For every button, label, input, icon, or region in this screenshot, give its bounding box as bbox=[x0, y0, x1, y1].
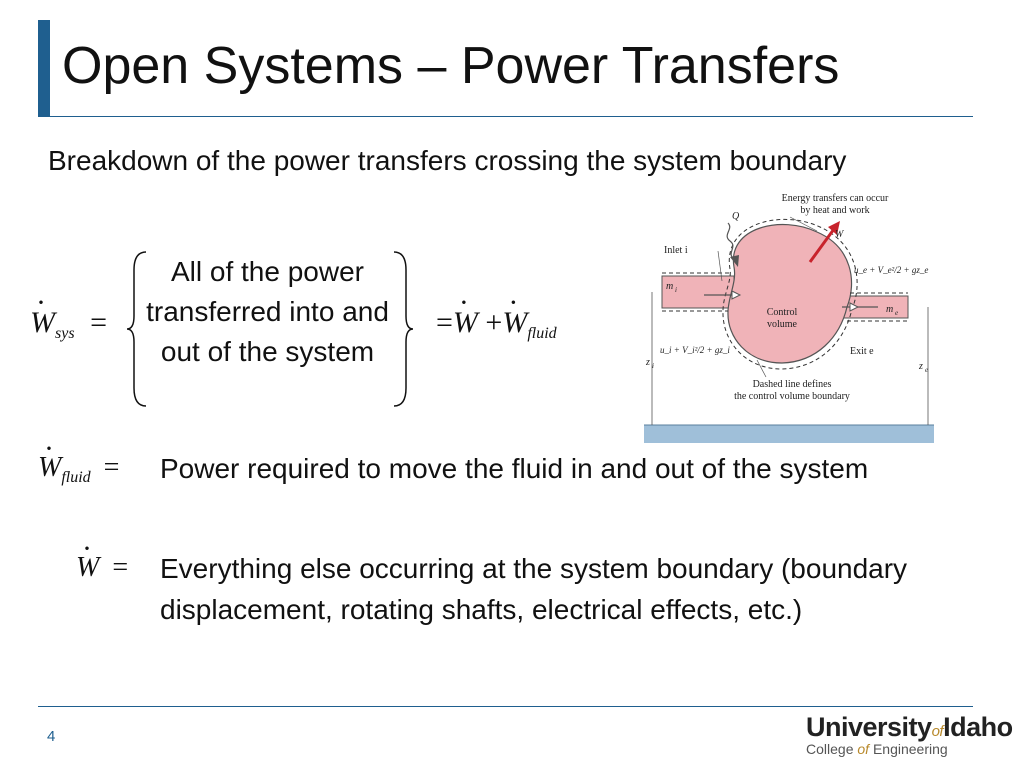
control-volume-shape bbox=[727, 224, 853, 364]
def1-subscript: fluid bbox=[61, 469, 91, 486]
energy-note-leader bbox=[789, 216, 818, 232]
heat-arrow-head bbox=[730, 255, 739, 267]
def1-equals: = bbox=[103, 452, 120, 483]
equation-system-power: Wsys = bbox=[30, 286, 107, 342]
page-number: 4 bbox=[47, 728, 56, 745]
logo-college: College of Engineering bbox=[806, 741, 1013, 757]
ze-subscript: e bbox=[925, 366, 928, 374]
logo-university: University bbox=[806, 712, 932, 742]
dashed-note-leader bbox=[756, 359, 767, 378]
inlet-leader bbox=[717, 250, 723, 282]
logo-engineering: Engineering bbox=[872, 741, 948, 757]
logo-college-of: of bbox=[857, 741, 870, 757]
inlet-energy-expression: u_i + V_i²/2 + gz_i bbox=[660, 345, 730, 355]
exit-label: Exit e bbox=[850, 346, 874, 357]
mi-label: m bbox=[666, 281, 673, 292]
inlet-label: Inlet i bbox=[664, 245, 688, 256]
definition-w-fluid-symbol: Wfluid = bbox=[38, 432, 120, 486]
logo-college-word: College bbox=[806, 741, 854, 757]
title-accent-bar bbox=[38, 20, 50, 116]
work-arrow-head bbox=[828, 221, 840, 235]
plus-sign: + bbox=[485, 306, 503, 339]
control-volume-label-1: Control bbox=[767, 307, 798, 318]
w-sys-symbol: W bbox=[30, 286, 55, 340]
logo-title: UniversityofIdaho bbox=[806, 712, 1013, 743]
w-label: W bbox=[835, 229, 845, 240]
dashed-note-line2: the control volume boundary bbox=[734, 391, 850, 402]
def1-symbol: W bbox=[38, 432, 61, 484]
def2-symbol: W bbox=[76, 532, 99, 584]
definition-w-fluid-text: Power required to move the fluid in and … bbox=[160, 453, 869, 484]
work-arrow bbox=[808, 228, 836, 263]
def2-equals: = bbox=[112, 552, 129, 583]
q-label: Q bbox=[732, 211, 740, 222]
energy-note-line1: Energy transfers can occur bbox=[782, 193, 889, 204]
slide-title: Open Systems – Power Transfers bbox=[62, 37, 840, 95]
dashed-boundary bbox=[722, 218, 858, 370]
ground-strip bbox=[644, 425, 934, 443]
w-fluid-symbol: W bbox=[502, 286, 527, 340]
me-subscript: e bbox=[895, 309, 898, 317]
title-divider bbox=[38, 116, 973, 117]
left-brace bbox=[126, 251, 147, 407]
equals-sign: = bbox=[90, 306, 107, 339]
exit-arrow-head bbox=[849, 302, 860, 312]
zi-subscript: i bbox=[652, 362, 654, 370]
exit-energy-expression: u_e + V_e²/2 + gz_e bbox=[854, 265, 928, 275]
zi-label: z bbox=[645, 357, 650, 368]
ze-label: z bbox=[918, 361, 923, 372]
rhs-equals: = bbox=[436, 306, 453, 339]
logo-of: of bbox=[931, 723, 944, 740]
w-fluid-subscript: fluid bbox=[527, 325, 557, 342]
mi-subscript: i bbox=[675, 286, 677, 294]
brace-description: All of the power transferred into and ou… bbox=[146, 256, 389, 367]
heat-arrow bbox=[726, 222, 735, 260]
control-volume-label-2: volume bbox=[767, 319, 798, 330]
definition-w-text: Everything else occurring at the system … bbox=[160, 553, 908, 625]
footer-divider bbox=[38, 706, 973, 707]
slide-subtitle: Breakdown of the power transfers crossin… bbox=[48, 145, 847, 176]
equation-rhs: =W +Wfluid bbox=[436, 286, 557, 342]
control-volume-diagram: Energy transfers can occur by heat and w… bbox=[644, 193, 934, 443]
right-brace bbox=[393, 251, 414, 407]
definition-w-symbol: W = bbox=[76, 532, 129, 584]
energy-note-line2: by heat and work bbox=[800, 205, 869, 216]
university-logo: UniversityofIdaho College of Engineering bbox=[806, 712, 1013, 757]
w-dot-symbol: W bbox=[453, 286, 478, 340]
logo-idaho: Idaho bbox=[943, 712, 1013, 742]
dashed-note-line1: Dashed line defines bbox=[753, 379, 832, 390]
inlet-arrow-head bbox=[731, 290, 742, 300]
me-label: m bbox=[886, 304, 893, 315]
w-sys-subscript: sys bbox=[55, 325, 75, 342]
